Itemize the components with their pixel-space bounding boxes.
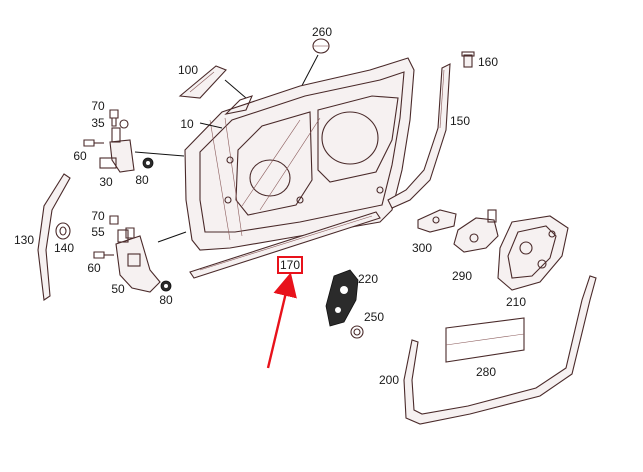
label-80-lower: 80 [159, 293, 173, 307]
part-10-door-shell [184, 57, 415, 251]
bolt-70-upper [109, 109, 119, 127]
label-290: 290 [452, 269, 472, 283]
part-100-mirror-triangle [178, 65, 247, 99]
part-30-upper-hinge [99, 127, 185, 173]
part-290-lock [453, 209, 499, 253]
part-130-front-seal [37, 173, 71, 301]
label-60-upper: 60 [73, 149, 87, 163]
label-130: 130 [14, 233, 34, 247]
label-200: 200 [379, 373, 399, 387]
label-10: 10 [180, 117, 194, 131]
label-210: 210 [506, 295, 526, 309]
label-100: 100 [178, 63, 198, 77]
highlight-170 [266, 256, 303, 369]
bolt-70-lower [109, 215, 119, 225]
label-60-lower: 60 [87, 261, 101, 275]
label-70-upper: 70 [91, 99, 105, 113]
nut-80-upper [142, 157, 154, 169]
part-200-door-seal [403, 275, 597, 425]
label-140: 140 [54, 241, 74, 255]
label-250: 250 [364, 310, 384, 324]
part-220-bracket [325, 269, 359, 327]
screw-60-upper [83, 139, 104, 147]
label-35: 35 [91, 116, 105, 130]
part-170-beltline-strip [189, 211, 381, 279]
part-250-ring [350, 325, 364, 339]
label-280: 280 [476, 365, 496, 379]
bolt-35-upper [119, 119, 129, 129]
label-70-lower: 70 [91, 209, 105, 223]
bolt-55-lower [125, 227, 135, 239]
part-150-rear-seal [387, 63, 451, 209]
screw-60-lower [93, 251, 114, 259]
label-30: 30 [99, 175, 113, 189]
label-300: 300 [412, 241, 432, 255]
part-280-foil [445, 317, 525, 363]
label-170: 170 [280, 258, 300, 272]
label-220: 220 [358, 272, 378, 286]
label-80-upper: 80 [135, 173, 149, 187]
part-300-handle [417, 209, 457, 233]
label-150: 150 [450, 114, 470, 128]
label-260: 260 [312, 25, 332, 39]
nut-80-lower [160, 280, 172, 292]
part-160-clip [461, 51, 475, 68]
label-50: 50 [111, 282, 125, 296]
part-210-regulator [497, 215, 569, 291]
part-50-lower-hinge [115, 229, 187, 293]
label-55: 55 [91, 225, 105, 239]
part-140-plug [55, 222, 71, 240]
label-160: 160 [478, 55, 498, 69]
